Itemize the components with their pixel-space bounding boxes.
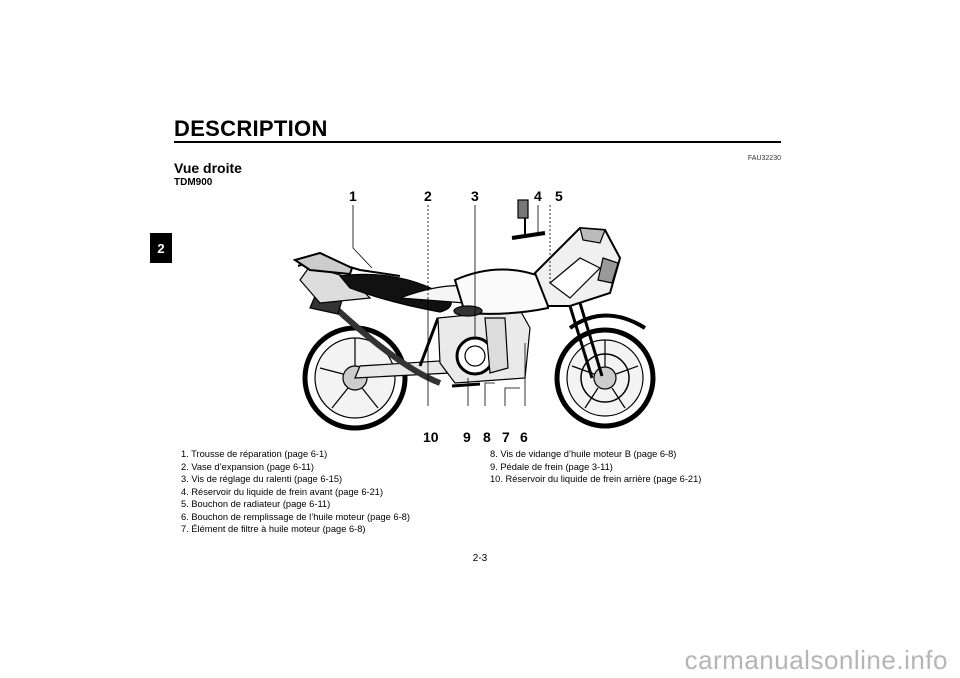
watermark: carmanualsonline.info [684, 645, 948, 675]
callout-4: 4 [534, 188, 542, 204]
legend-item: 5. Bouchon de radiateur (page 6-11) [181, 499, 331, 509]
legend-item: 8. Vis de vidange d’huile moteur B (page… [490, 449, 677, 459]
callout-10: 10 [423, 429, 439, 445]
callout-5: 5 [555, 188, 563, 204]
callout-3: 3 [471, 188, 479, 204]
chapter-tab: 2 [150, 233, 172, 263]
callout-2: 2 [424, 188, 432, 204]
page-number: 2-3 [472, 553, 488, 564]
callout-9: 9 [463, 429, 471, 445]
legend-item: 3. Vis de réglage du ralenti (page 6-15) [181, 474, 343, 484]
section-title: DESCRIPTION [174, 116, 328, 141]
callout-7: 7 [502, 429, 510, 445]
document-code: FAU32230 [747, 155, 781, 162]
motorcycle-illustration [292, 199, 656, 431]
legend-left: 1. Trousse de réparation (page 6-1) 2. V… [181, 448, 410, 536]
legend-item: 9. Pédale de frein (page 3-11) [490, 461, 613, 472]
callout-1: 1 [349, 188, 357, 204]
legend-item: 7. Élément de filtre à huile moteur (pag… [181, 524, 366, 534]
callout-6: 6 [520, 429, 528, 445]
legend-item: 1. Trousse de réparation (page 6-1) [181, 449, 328, 459]
legend-item: 4. Réservoir du liquide de frein avant (… [181, 486, 384, 497]
legend-item: 6. Bouchon de remplissage de l’huile mot… [181, 511, 410, 522]
callout-8: 8 [483, 429, 491, 445]
model-name: TDM900 [174, 177, 213, 188]
view-subtitle: Vue droite [174, 160, 242, 176]
title-rule [174, 141, 781, 143]
legend-item: 10. Réservoir du liquide de frein arrièr… [490, 474, 702, 484]
legend-item: 2. Vase d’expansion (page 6-11) [181, 461, 314, 472]
legend-right: 8. Vis de vidange d’huile moteur B (page… [490, 448, 701, 486]
